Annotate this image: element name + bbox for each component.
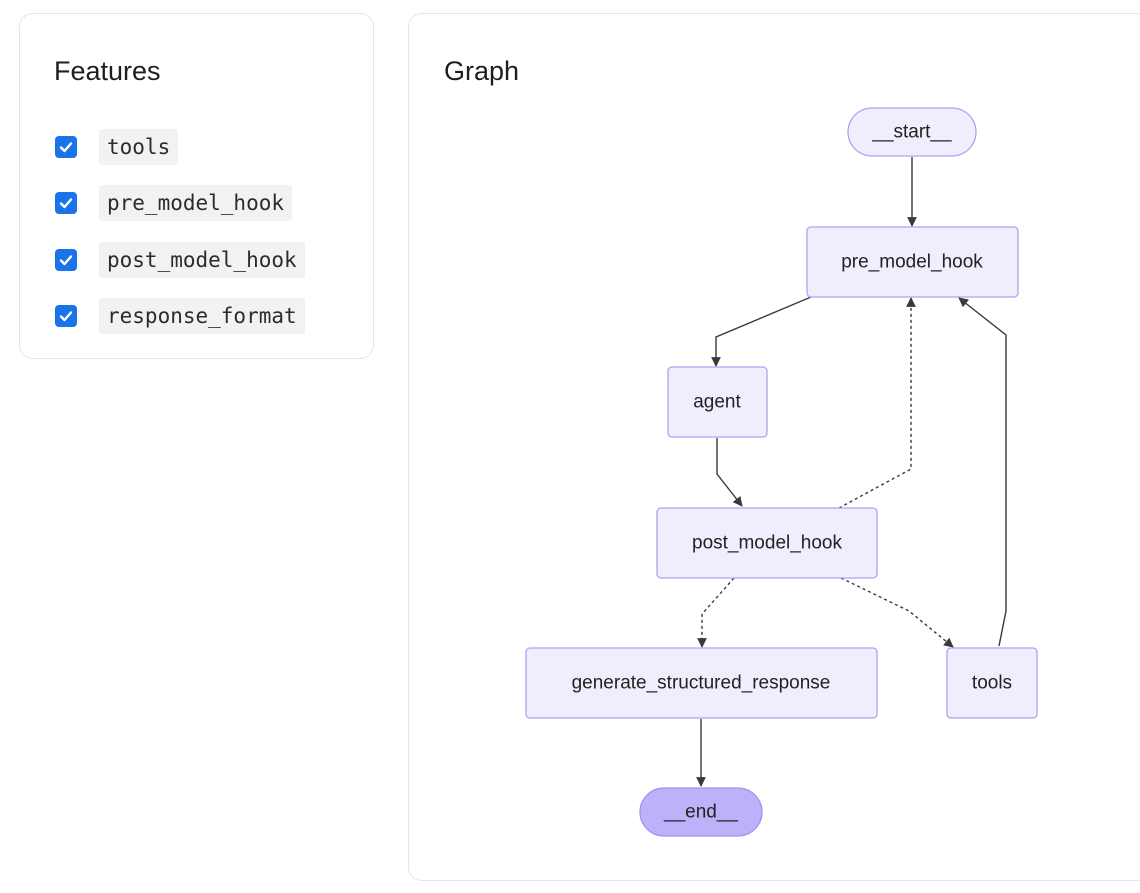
checkbox-checked-icon[interactable] (55, 192, 77, 214)
node-agent-label: agent (693, 392, 741, 413)
feature-label: response_format (99, 298, 305, 334)
feature-toggle-pre-model-hook[interactable]: pre_model_hook (55, 185, 293, 221)
node-end-label: __end__ (663, 802, 738, 823)
features-panel: Features tools pre_model_hook post_model… (19, 13, 374, 359)
edge-tools-to-pre-model-hook (958, 297, 1007, 647)
edge-post-model-hook-to-tools (840, 577, 954, 648)
edge-agent-to-post-model-hook (716, 438, 743, 507)
feature-label: post_model_hook (99, 242, 305, 278)
feature-toggle-tools[interactable]: tools (55, 129, 179, 165)
node-start-label: __start__ (871, 122, 952, 143)
feature-label: pre_model_hook (99, 185, 293, 221)
node-generate-structured-response: generate_structured_response (525, 647, 878, 719)
features-title: Features (54, 56, 161, 86)
node-tools: tools (946, 647, 1038, 719)
feature-toggle-response-format[interactable]: response_format (55, 298, 305, 334)
node-start: __start__ (847, 107, 977, 157)
checkbox-checked-icon[interactable] (55, 305, 77, 327)
node-generate-structured-response-label: generate_structured_response (572, 673, 831, 694)
graph-diagram: __start__ pre_model_hook agent post_mode… (525, 107, 1038, 837)
graph-panel: Graph __start__ pre_model_hook agent (408, 13, 1140, 881)
node-agent: agent (667, 366, 768, 438)
feature-toggle-post-model-hook[interactable]: post_model_hook (55, 242, 305, 278)
graph-title: Graph (444, 56, 520, 86)
node-tools-label: tools (972, 673, 1012, 694)
checkbox-checked-icon[interactable] (55, 136, 77, 158)
node-pre-model-hook: pre_model_hook (806, 226, 1019, 298)
node-post-model-hook: post_model_hook (656, 507, 878, 579)
feature-label: tools (99, 129, 179, 165)
checkbox-checked-icon[interactable] (55, 249, 77, 271)
node-pre-model-hook-label: pre_model_hook (841, 252, 983, 273)
edge-pre-model-hook-to-agent (711, 296, 812, 367)
edge-post-model-hook-to-generate-structured-response (697, 577, 735, 648)
node-post-model-hook-label: post_model_hook (692, 533, 842, 554)
node-end: __end__ (639, 787, 763, 837)
edge-post-model-hook-to-pre-model-hook (838, 297, 916, 509)
